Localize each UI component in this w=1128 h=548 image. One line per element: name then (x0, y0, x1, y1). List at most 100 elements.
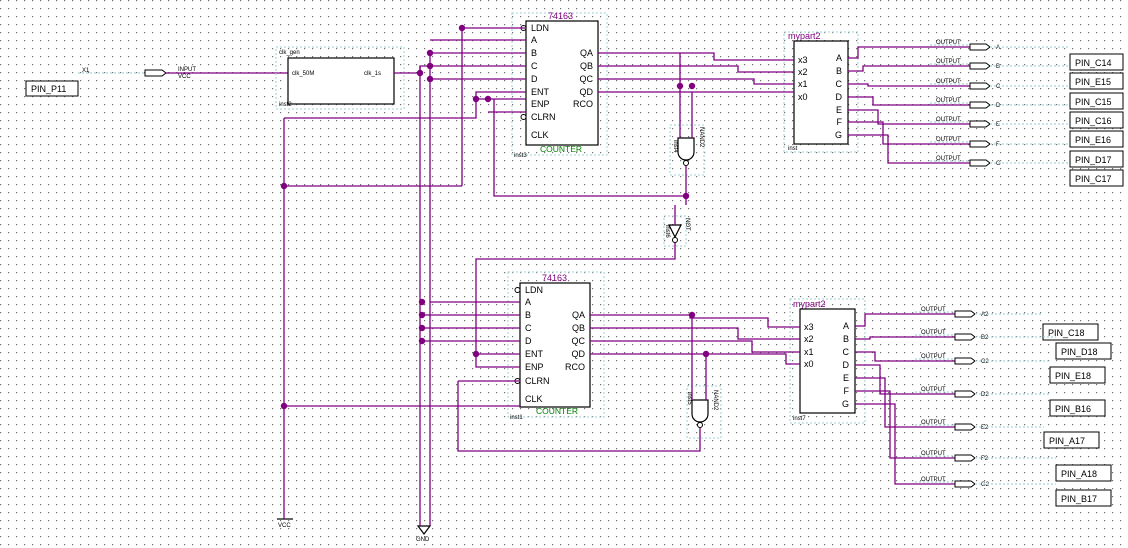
output-net-d: D (996, 103, 1001, 109)
junction-dot (426, 75, 434, 83)
output-pin-pin-e16: PIN_E16 (1075, 135, 1111, 145)
output-wire (848, 109, 970, 125)
inverter-bubble (514, 287, 521, 293)
output-pin-pin-b16: PIN_B16 (1055, 404, 1091, 414)
output-type-label: OUTPUT (921, 451, 946, 457)
nand-bottom-instance: inst5 (686, 392, 692, 405)
counter-bottom-port-qa: QA (572, 310, 585, 320)
output-wire (848, 83, 970, 87)
output-pin-box[interactable] (1069, 130, 1124, 148)
output-buffer-icon (969, 120, 991, 128)
output-wire (855, 390, 955, 459)
counter-top-port-b: B (531, 48, 537, 58)
mypart-bottom-title: mypart2 (793, 299, 826, 309)
input-pin-label: PIN_P11 (31, 84, 66, 94)
output-type-label: OUTPUT (921, 354, 946, 360)
mypart-top-in-x2: x2 (798, 67, 808, 77)
output-pin-box[interactable] (1069, 72, 1124, 90)
counter-top-port-a: A (531, 35, 537, 45)
mypart-bottom-in-x1: x1 (804, 347, 814, 357)
mypart-top-out-g: G (835, 130, 842, 140)
clk-gen-out: clk_1s (364, 71, 381, 77)
junction-dot (416, 69, 424, 77)
input-pin[interactable]: PIN_P11 X1 INPUT VCC (25, 67, 288, 97)
output-pins-top[interactable]: OUTPUTAPIN_C14OUTPUTBPIN_E15OUTPUTCPIN_C… (848, 40, 1124, 187)
output-buffer-icon (954, 480, 976, 488)
output-buffer-icon (954, 423, 976, 431)
mypart-top-out-c: C (836, 79, 843, 89)
mypart-top-out-b: B (836, 66, 842, 76)
output-buffer-icon (969, 101, 991, 109)
output-type-label: OUTPUT (936, 156, 961, 162)
output-pin-pin-a18: PIN_A18 (1061, 469, 1097, 479)
output-pin-box[interactable] (1069, 92, 1124, 110)
junction-dot (458, 24, 466, 32)
mypart-top-instance: inst (788, 146, 798, 152)
inverter-bubble (520, 114, 527, 120)
output-pin-box[interactable] (1069, 111, 1124, 129)
junction-dot (418, 324, 426, 332)
output-pin-box[interactable] (1055, 489, 1112, 507)
output-type-label: OUTPUT (936, 59, 961, 65)
counter-top-port-qc: QC (580, 74, 594, 84)
output-pin-box[interactable] (1049, 366, 1106, 384)
counter-bottom-port-rco: RCO (565, 362, 585, 372)
counter-bottom-part: 74163 (542, 273, 567, 283)
output-pin-box[interactable] (1055, 464, 1112, 482)
output-buffer-icon (969, 43, 991, 51)
output-pin-box[interactable] (1069, 150, 1124, 168)
counter-bottom-port-qd: QD (572, 349, 586, 359)
clk-gen-block[interactable]: clk_gen clk_50M clk_1s inst2 (275, 46, 405, 110)
counter-bottom-port-qb: QB (572, 323, 585, 333)
output-net-g2: G2 (981, 482, 990, 488)
output-pin-pin-e15: PIN_E15 (1075, 77, 1111, 87)
gnd-symbol: GND (416, 525, 432, 543)
nand-top-instance: inst4 (672, 140, 678, 153)
input-port-name: X1 (82, 68, 90, 74)
mypart-bottom-out-e: E (843, 373, 849, 383)
output-wire (855, 403, 955, 485)
junction-dot (418, 337, 426, 345)
mypart-top-in-x0: x0 (798, 92, 808, 102)
counter-bottom-instance: inst1 (510, 415, 523, 421)
output-pin-box[interactable] (1069, 53, 1124, 71)
output-type-label: OUTPUT (936, 40, 961, 46)
mypart-top-out-a: A (836, 53, 842, 63)
output-type-label: OUTPUT (921, 330, 946, 336)
output-wire (848, 134, 970, 164)
input-vcc: VCC (178, 74, 191, 80)
output-buffer-icon (954, 333, 976, 341)
nand-gate-bottom[interactable]: inst5 NAND2 (686, 385, 722, 439)
output-pin-box[interactable] (1055, 342, 1112, 360)
mypart-top-in-x1: x1 (798, 79, 808, 89)
output-pin-box[interactable] (1043, 431, 1100, 449)
junction-dot (418, 311, 426, 319)
output-net-g: G (996, 161, 1001, 167)
output-pins-bottom[interactable]: OUTPUTA2PIN_C18OUTPUTB2PIN_D18OUTPUTC2PI… (855, 307, 1112, 507)
output-pin-box[interactable] (1049, 399, 1106, 417)
counter-bottom-port-ent: ENT (525, 349, 544, 359)
output-wire (848, 46, 970, 59)
mypart-bottom-in-x0: x0 (804, 359, 814, 369)
counter-bottom-port-enp: ENP (525, 362, 544, 372)
counter-bottom-port-d: D (525, 336, 532, 346)
output-type-label: OUTPUT (921, 387, 946, 393)
clk-gen-title: clk_gen (279, 50, 300, 56)
mypart-top-out-f: F (837, 117, 843, 127)
counter-top-port-ent: ENT (531, 87, 550, 97)
not-instance: inst6 (664, 225, 670, 238)
counter-top-port-d: D (531, 74, 538, 84)
clk-gen-in: clk_50M (292, 71, 314, 77)
output-type-label: OUTPUT (936, 137, 961, 143)
junction-dot (484, 95, 492, 103)
output-pin-box[interactable] (1042, 323, 1099, 341)
output-pin-box[interactable] (1069, 169, 1124, 187)
nand-gate-top[interactable]: inst4 NAND2 (669, 124, 705, 176)
mypart-bottom-in-x3: x3 (804, 322, 814, 332)
counter-bottom-port-a: A (525, 297, 531, 307)
